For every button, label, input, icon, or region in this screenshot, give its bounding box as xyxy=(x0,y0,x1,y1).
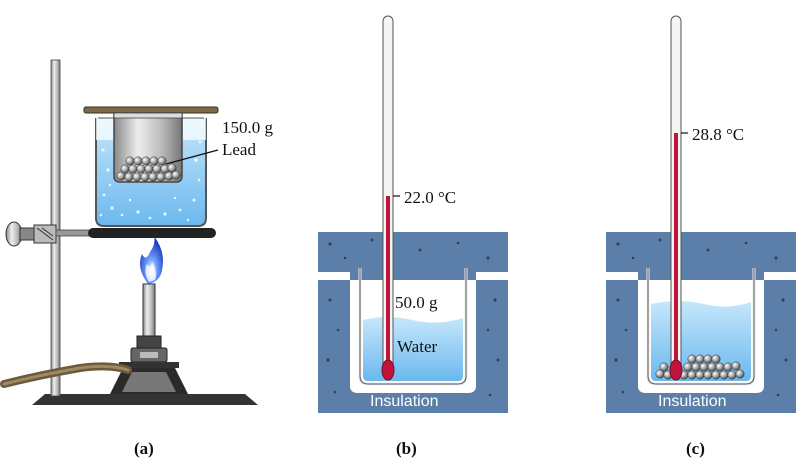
panel-c-calorimeter xyxy=(606,15,796,413)
lead-leader-line xyxy=(165,149,219,165)
final-temperature-label: 28.8 °C xyxy=(692,125,745,144)
thermometer-c xyxy=(669,15,688,381)
insulation-lid xyxy=(318,232,508,272)
flame-icon xyxy=(140,236,163,284)
insulation-body-c xyxy=(606,268,796,413)
clamp-knob-icon xyxy=(5,221,57,247)
insulation-body xyxy=(318,268,508,413)
lead-label: Lead xyxy=(222,140,256,159)
caption-c: (c) xyxy=(686,439,705,458)
insulation-label-b: Insulation xyxy=(370,393,439,410)
insulation-lid-c xyxy=(606,232,796,272)
lead-shot xyxy=(116,156,181,182)
water-label: Water xyxy=(397,337,438,356)
thermometer-b xyxy=(381,15,400,381)
initial-temperature-label: 22.0 °C xyxy=(404,188,457,207)
insulation-label-c: Insulation xyxy=(658,393,727,410)
caption-a: (a) xyxy=(134,439,154,458)
panel-b-calorimeter xyxy=(318,15,508,413)
lead-mass-label: 150.0 g xyxy=(222,118,273,137)
caption-b: (b) xyxy=(396,439,417,458)
water-mass-label: 50.0 g xyxy=(395,293,438,312)
wire-gauze xyxy=(88,228,216,238)
beaker-lid xyxy=(83,106,219,114)
stand-base xyxy=(32,394,258,405)
panel-a-apparatus xyxy=(0,59,258,405)
bunsen-burner xyxy=(110,283,188,394)
